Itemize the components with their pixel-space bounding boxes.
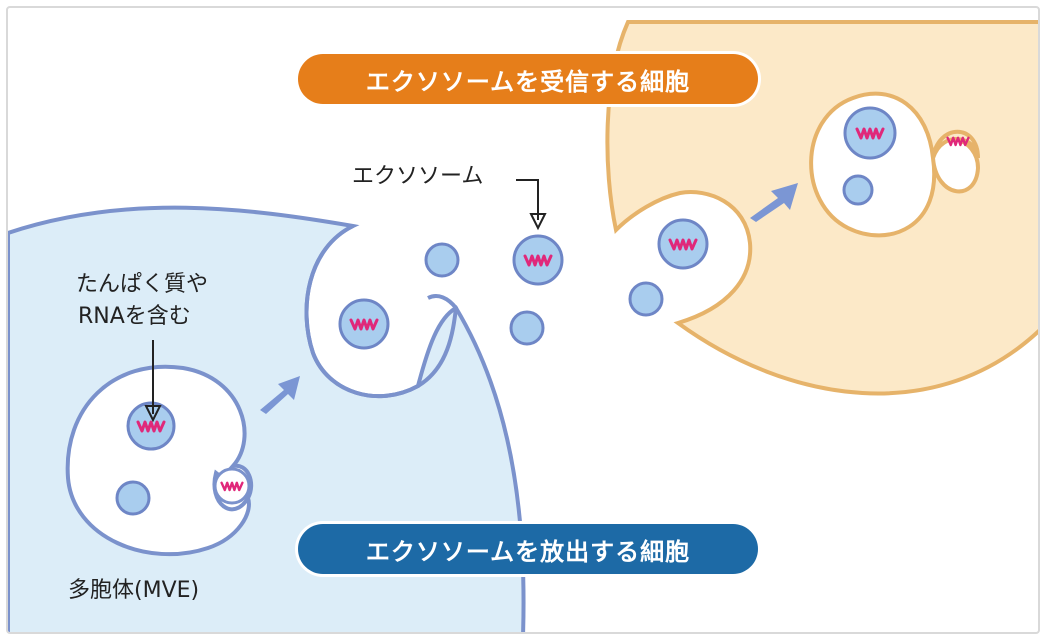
exosome-free-labeled (512, 234, 564, 286)
exosome-label: エクソソーム (352, 164, 484, 189)
cargo-label-line1: たんぱく質や (76, 272, 209, 297)
exosome-in-pocket (338, 298, 390, 350)
cargo-label-line2: RNAを含む (78, 304, 191, 329)
exosome-free-1 (424, 242, 460, 278)
releasing-cell-label: エクソソームを放出する細胞 (298, 524, 758, 574)
exosome-free-3 (628, 281, 664, 317)
exosome-pointer-head (529, 213, 547, 231)
vesicle-in-mve (126, 401, 176, 451)
exosome-entering (657, 218, 709, 270)
exosome-free-2 (509, 310, 545, 346)
cargo-pointer-head (144, 405, 162, 423)
budding-pocket (304, 224, 459, 399)
endosome-vesicle-small (842, 174, 874, 206)
endosome-vesicle-large (843, 106, 897, 160)
transport-arrow-icon (260, 376, 300, 414)
diagram-frame: エクソソームを受信する細胞 エクソソームを放出する細胞 エクソソーム たんぱく質… (6, 6, 1040, 634)
receiving-cell-label: エクソソームを受信する細胞 (298, 54, 758, 104)
mve-body (65, 364, 254, 557)
mve-label: 多胞体(MVE) (68, 578, 200, 603)
vesicle-small-mve (115, 480, 151, 516)
mve-inward-bud (213, 467, 251, 505)
transport-arrow-icon (750, 183, 798, 222)
exosome-pointer (516, 179, 539, 220)
exosome-diagram (8, 20, 1038, 632)
